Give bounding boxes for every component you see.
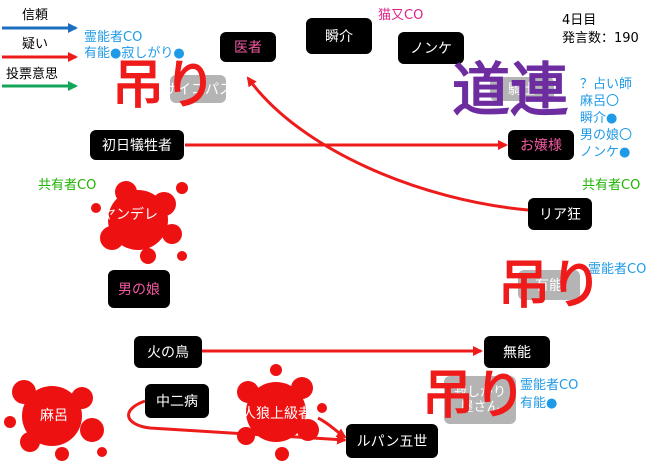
node-yuunou: 有能 [518,270,580,300]
side-list-2: 瞬介● [580,111,618,126]
annotation-shared-right: 共有者CO [582,178,641,193]
side-list-1: 麻呂〇 [580,94,620,109]
node-lupin: ルパン五世 [346,424,438,458]
side-list-4: ノンケ● [580,145,631,160]
side-list-0: ？占い師 [580,77,633,92]
node-riajuu: リア狂 [528,198,592,230]
node-nonke: ノンケ [398,32,464,64]
node-munou: 無能 [484,336,550,368]
node-lonely: 寂しがり屋さん [444,376,516,424]
node-chuunibyou: 中二病 [145,384,209,418]
arrow-chuunibyou-to-lupin [127,399,347,445]
node-hinotori: 火の鳥 [134,336,202,368]
annotation-capable-bottom: 有能● [520,396,558,411]
legend-vote-label: 投票意思 [6,67,59,82]
day-label: 4日目 [562,13,597,28]
annotation-capable-lonely: 有能●寂しがり● [84,46,185,61]
post-count-label: 発言数：190 [562,31,639,46]
node-jinrou: 人狼上級者 [242,406,312,422]
annotation-shared-left: 共有者CO [38,178,97,193]
blood-splat-yandere [91,181,188,264]
annotation-medium-bottom: 霊能者CO [520,378,579,393]
node-psycho: サイコパス [170,75,226,103]
legend-trust-label: 信頼 [22,8,49,23]
node-ojousama: お嬢様 [508,130,574,160]
node-isha: 医者 [220,32,276,62]
side-list-3: 男の娘〇 [580,128,633,143]
blood-splat-maro [4,380,107,461]
annotation-cat-co: 猫又CO [378,8,424,23]
hang-stamp-yuunou: 吊り [498,256,603,316]
node-first-victim: 初日犠牲者 [90,130,184,160]
michizure-stamp: 道連 [452,56,569,124]
hang-stamp-psycho: 吊り [112,56,217,116]
node-yandere: ヤンデレ [102,207,158,223]
legend-doubt-label: 疑い [22,37,49,52]
annotation-medium-right: 霊能者CO [588,262,647,277]
hang-stamp-lonely: 吊り [422,366,527,426]
arrow-riajuu-to-isha [246,76,529,212]
node-kishi: 騎士 [490,77,554,101]
node-shunsuke: 瞬介 [306,18,372,54]
node-otokonoko: 男の娘 [108,270,170,308]
annotation-medium-co-top: 霊能者CO [84,30,143,45]
blood-splat-jinrou [237,364,327,461]
node-maro: 麻呂 [40,408,68,424]
arrow-jinrou-to-lupin [317,416,347,439]
